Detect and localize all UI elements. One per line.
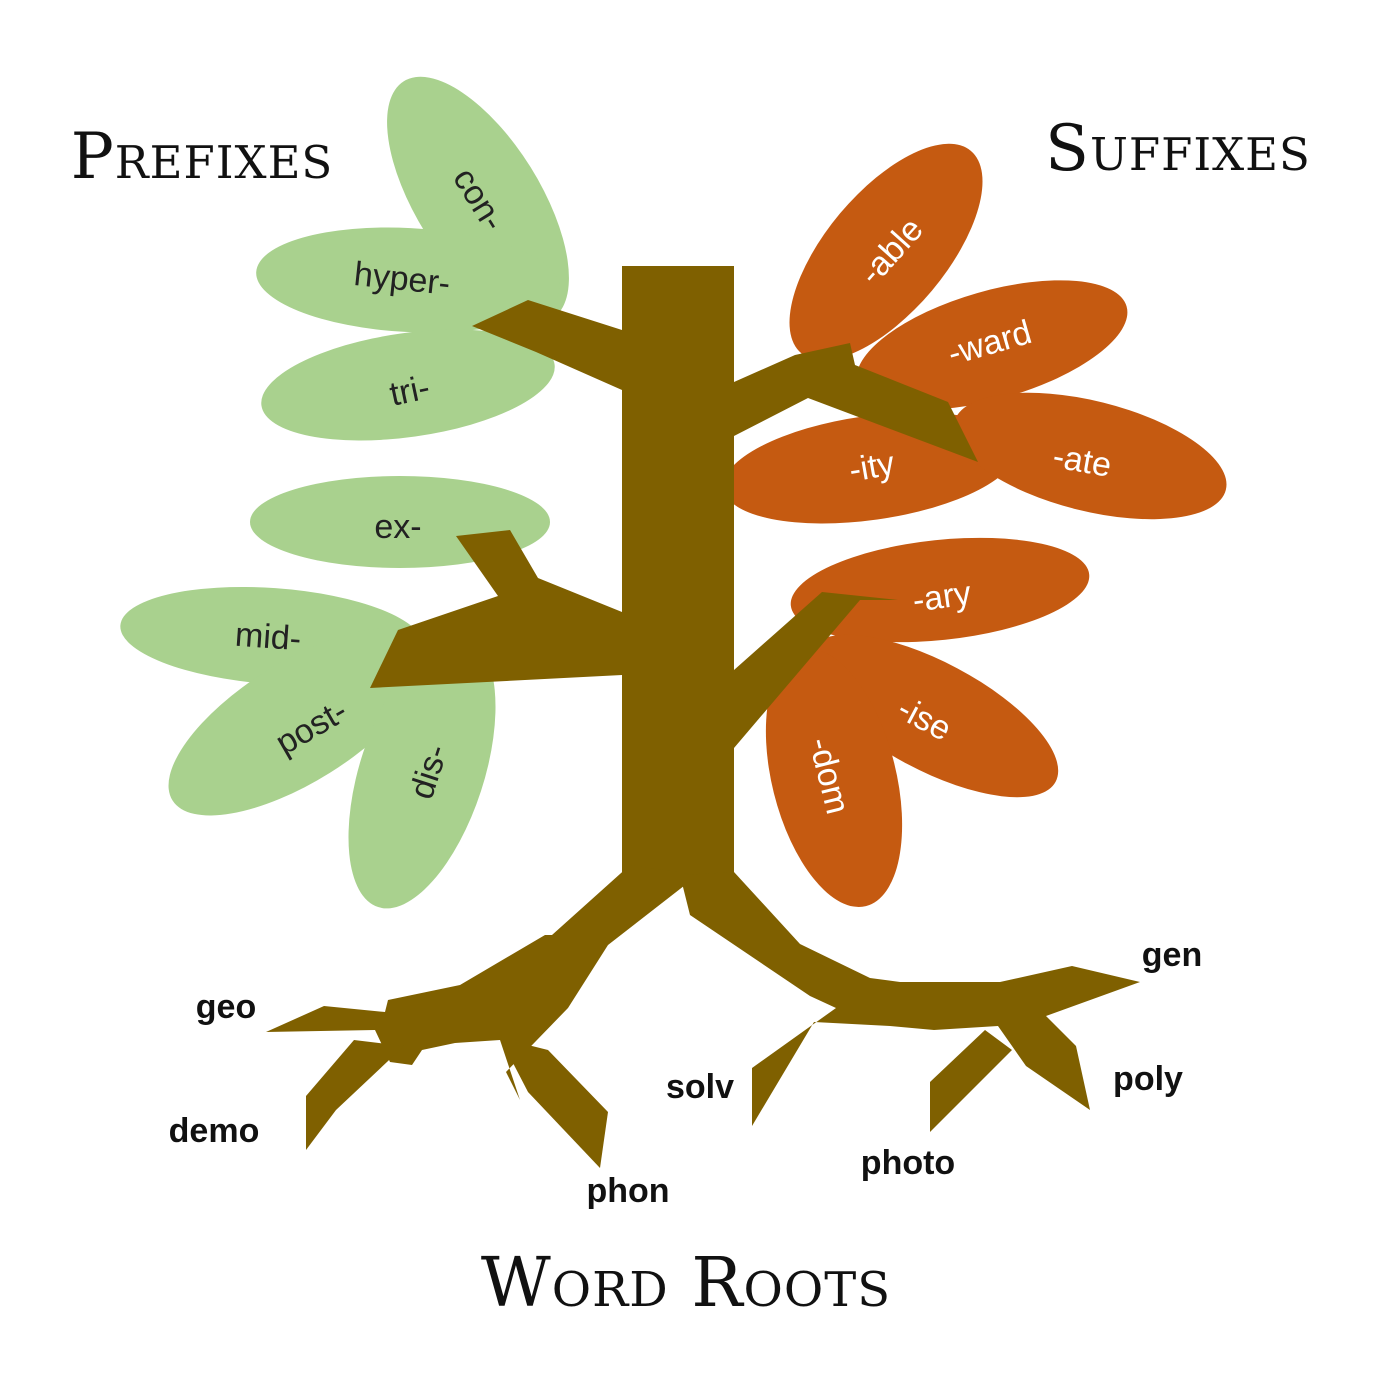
root-label-phon: phon bbox=[586, 1172, 669, 1210]
heading-prefixes: Prefixes bbox=[71, 120, 334, 194]
branch-lower-right bbox=[734, 592, 898, 748]
prefix-leaves bbox=[120, 76, 569, 909]
suffix-leaf-ward bbox=[856, 280, 1128, 410]
branch-upper-left bbox=[472, 300, 622, 390]
root-right bbox=[680, 872, 1140, 1126]
prefix-leaf-dis bbox=[348, 635, 496, 909]
root-left bbox=[266, 865, 698, 1100]
heading-suffixes: Suffixes bbox=[1045, 112, 1311, 186]
suffix-label-ity: -ity bbox=[846, 444, 897, 489]
suffix-leaf-ise bbox=[805, 634, 1059, 798]
root-label-solv: solv bbox=[666, 1068, 734, 1106]
root-label-demo: demo bbox=[169, 1112, 260, 1150]
prefix-leaf-tri bbox=[261, 329, 555, 441]
suffix-leaf-dom bbox=[765, 649, 903, 907]
trunk bbox=[622, 266, 734, 876]
prefix-label-mid: mid- bbox=[234, 616, 303, 659]
root-labels: geo demo phon solv photo gen poly bbox=[169, 936, 1203, 1210]
root-label-geo: geo bbox=[196, 988, 256, 1026]
root-geo-demo-tail bbox=[306, 1040, 404, 1150]
suffix-leaf-able bbox=[789, 143, 983, 361]
root-label-photo: photo bbox=[861, 1144, 955, 1182]
prefix-label-ex: ex- bbox=[374, 508, 421, 546]
prefix-leaf-hyper bbox=[256, 227, 560, 333]
branch-upper-right bbox=[734, 343, 978, 462]
heading-word-roots: Word Roots bbox=[481, 1244, 891, 1323]
root-photo-tail bbox=[930, 1030, 1012, 1132]
prefix-leaf-post bbox=[168, 628, 428, 816]
branch-lower-left bbox=[370, 530, 622, 688]
suffix-leaves bbox=[723, 143, 1227, 907]
suffix-leaf-ary bbox=[790, 537, 1090, 643]
root-label-poly: poly bbox=[1113, 1060, 1183, 1098]
suffix-label-ary: -ary bbox=[910, 574, 973, 620]
prefix-labels: con- hyper- tri- ex- mid- post- dis- bbox=[234, 161, 513, 803]
prefix-label-tri: tri- bbox=[386, 368, 433, 413]
root-phon-tail bbox=[500, 1038, 608, 1168]
suffix-leaf-ate bbox=[953, 392, 1227, 520]
root-label-gen: gen bbox=[1142, 936, 1202, 974]
tree-trunk-group bbox=[266, 266, 1140, 1168]
